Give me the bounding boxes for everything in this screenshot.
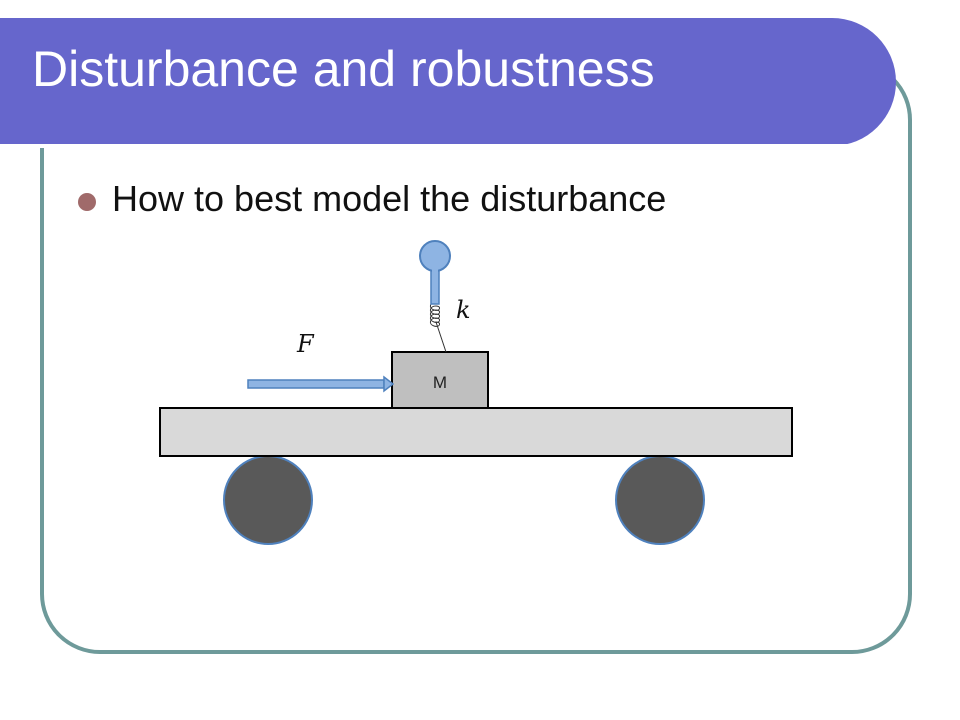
left-wheel	[223, 455, 313, 545]
slide-title: Disturbance and robustness	[32, 41, 655, 97]
title-underline	[0, 144, 848, 148]
bullet-text: How to best model the disturbance	[112, 178, 667, 219]
mass-block	[391, 351, 489, 409]
force-arrow	[247, 375, 395, 393]
mass-label: M	[433, 373, 447, 392]
title-bar	[0, 18, 896, 148]
force-label: F	[296, 330, 315, 358]
right-wheel	[615, 455, 705, 545]
bullet-dot-icon	[78, 193, 96, 211]
spring-constant-label: k	[456, 296, 471, 324]
spring-coil	[429, 301, 447, 353]
cart-body	[159, 407, 793, 457]
anchor-rod-join	[432, 258, 438, 278]
